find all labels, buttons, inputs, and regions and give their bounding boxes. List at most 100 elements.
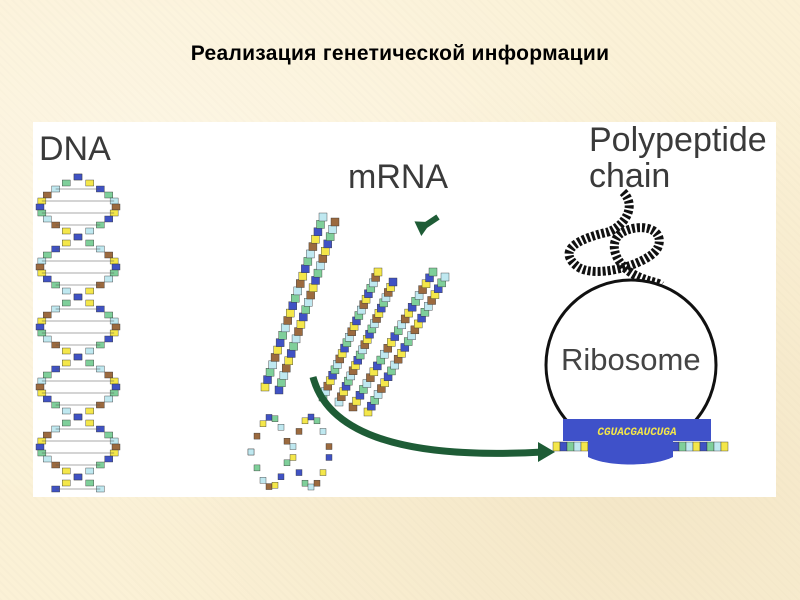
- dna-base-pair: [73, 353, 83, 361]
- dna-base-pair: [85, 179, 94, 187]
- strand-base: [289, 341, 298, 351]
- ribosome-mrna-base: [713, 441, 722, 452]
- dna-small-helix: [247, 413, 333, 491]
- dna-base-pair: [85, 347, 94, 355]
- strand-base: [304, 298, 313, 307]
- ribosome-codon-sequence: CGUACGAUCUGA: [597, 427, 677, 439]
- dna-small-base: [271, 482, 279, 489]
- dna-base-pair: [111, 383, 121, 391]
- dna-small-base: [283, 437, 291, 445]
- strand-base: [278, 331, 287, 340]
- dna-base-pair: [62, 407, 71, 415]
- ribosome-label: Ribosome: [561, 342, 701, 377]
- ribosome-lower-body: [588, 441, 673, 465]
- dna-small-base: [271, 415, 279, 422]
- dna-base-pair: [43, 335, 52, 343]
- strand-base: [288, 301, 297, 310]
- dna-small-base: [283, 459, 291, 467]
- strand-base: [321, 247, 330, 256]
- dna-base-pair: [62, 467, 71, 475]
- dna-small-base: [253, 432, 261, 440]
- dna-base-pair: [85, 407, 94, 415]
- dna-small-base: [307, 483, 315, 491]
- dna-base-pair: [73, 473, 83, 481]
- ribosome-trna-band: [563, 419, 711, 441]
- dna-base-pair: [43, 455, 52, 463]
- ribosome-mrna-base: [692, 441, 701, 452]
- strand-base: [283, 316, 292, 325]
- dna-double-helix: [35, 173, 121, 493]
- strand-base: [325, 232, 335, 241]
- strand-base: [277, 378, 286, 387]
- strand-base: [270, 353, 280, 362]
- dna-base-pair: [104, 455, 113, 463]
- dna-small-base: [253, 464, 261, 472]
- dna-base-pair: [85, 467, 94, 475]
- strand-base: [313, 227, 323, 236]
- dna-small-base: [319, 428, 327, 435]
- dna-base-pair: [85, 287, 94, 295]
- ribosome-mrna-base: [566, 441, 575, 452]
- ribosome-mrna-base: [552, 441, 561, 452]
- dna-base-pair: [73, 293, 83, 301]
- dna-base-pair: [62, 239, 71, 247]
- strand-base: [294, 327, 303, 336]
- dna-base-pair: [85, 227, 94, 235]
- dna-base-pair: [85, 479, 94, 487]
- dna-base-pair: [35, 323, 45, 331]
- ribosome-mrna-base: [559, 441, 568, 452]
- dna-base-pair: [104, 431, 113, 439]
- diagram-panel: CGUACGAUCUGA DNA mRNA Polypeptide chain …: [33, 122, 776, 497]
- transport-arrowhead: [538, 442, 555, 462]
- dna-base-pair: [104, 215, 113, 223]
- ribosome-mrna-base: [678, 441, 687, 452]
- strand-base: [303, 257, 313, 266]
- dna-small-base: [325, 443, 333, 450]
- dna-base-pair: [62, 359, 71, 367]
- dna-small-base: [313, 479, 321, 487]
- dna-base-pair: [111, 443, 121, 451]
- strand-base: [311, 276, 320, 285]
- polypeptide-chain: [564, 188, 665, 289]
- dna-small-base: [295, 469, 303, 476]
- dna-small-base: [265, 483, 273, 490]
- strand-base: [260, 382, 270, 392]
- dna-base-pair: [35, 263, 45, 271]
- dna-base-pair: [43, 251, 52, 259]
- dna-base-pair: [104, 335, 113, 343]
- dna-base-pair: [85, 239, 94, 247]
- dna-base-pair: [104, 395, 113, 403]
- ribosome-mrna-base: [706, 441, 715, 452]
- slide-title: Реализация генетической информации: [190, 42, 610, 65]
- strand-base: [280, 323, 290, 333]
- strand-base: [301, 305, 310, 314]
- polypeptide-label-line2: chain: [589, 157, 671, 195]
- strand-base: [274, 385, 284, 395]
- dna-base-pair: [43, 431, 52, 439]
- transport-arrow: [309, 376, 544, 457]
- polypeptide-label: Polypeptide chain: [589, 122, 767, 194]
- dna-small-base: [265, 414, 273, 421]
- strand-base: [323, 239, 332, 249]
- dna-base-pair: [35, 443, 45, 451]
- dna-base-pair: [35, 203, 45, 211]
- strand-base: [282, 363, 291, 373]
- dna-base-pair: [62, 419, 71, 427]
- dna-base-pair: [62, 299, 71, 307]
- strand-base: [291, 294, 300, 303]
- strand-base: [296, 320, 306, 329]
- strand-base: [373, 267, 383, 277]
- strand-base: [316, 261, 325, 271]
- dna-base-pair: [104, 275, 113, 283]
- dna-base-pair: [35, 383, 45, 391]
- dna-base-pair: [111, 323, 121, 331]
- dna-small-base: [277, 424, 285, 431]
- strand-base: [318, 212, 328, 222]
- dna-base-pair: [43, 311, 52, 319]
- dna-base-pair: [85, 359, 94, 367]
- dna-base-pair: [85, 299, 94, 307]
- mrna-label: mRNA: [348, 158, 449, 196]
- dna-small-base: [295, 428, 303, 435]
- strand-base: [328, 225, 337, 234]
- strand-base: [293, 286, 302, 296]
